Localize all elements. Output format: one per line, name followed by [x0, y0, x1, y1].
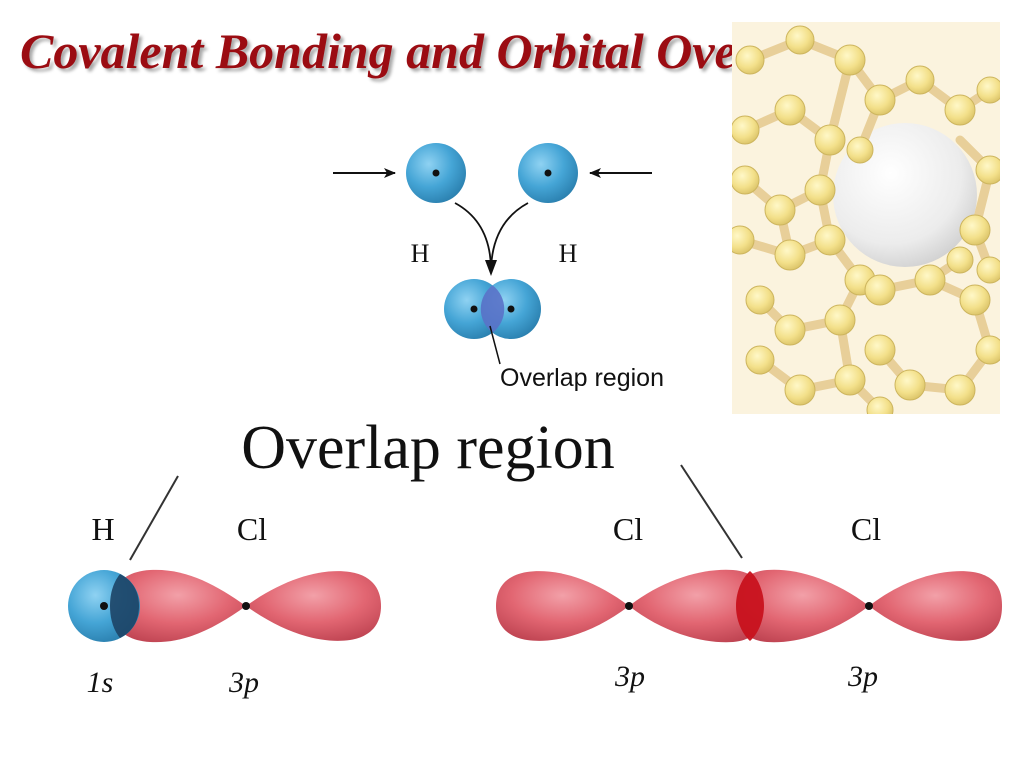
- h-label-left: H: [411, 239, 430, 268]
- h-label-right: H: [559, 239, 578, 268]
- cl1-3p-lobe-left: [496, 571, 629, 641]
- hcl-atom2-label: Cl: [237, 511, 267, 547]
- hcl-overlap-region: [110, 574, 139, 638]
- orbital-overlap-main-panel: Overlap region H Cl 1s 3p Cl Cl: [68, 414, 1002, 699]
- h-atom-right: [518, 143, 578, 203]
- nucleus-dot: [432, 169, 440, 177]
- hcl-atom1-label: H: [91, 511, 114, 547]
- hcl-molecule: H Cl 1s 3p: [68, 511, 381, 699]
- overlap-heading: Overlap region: [241, 414, 615, 482]
- cl2-orbital2-label: 3p: [847, 660, 878, 693]
- nucleus-dot: [100, 602, 108, 610]
- cl-3p-lobe-left: [110, 569, 246, 643]
- nucleus-dot: [865, 602, 873, 610]
- cl-3p-lobe-right: [246, 571, 381, 641]
- fullerene-molecule-icon: [732, 22, 1000, 414]
- hcl-orbital2-label: 3p: [228, 666, 259, 699]
- cl2-molecule: Cl Cl 3p 3p: [496, 511, 1002, 693]
- arrow-down-icon: [485, 260, 497, 276]
- cl2-3p-lobe-left: [736, 569, 869, 643]
- merge-curve-right: [490, 202, 529, 269]
- cl2-orbital1-label: 3p: [614, 660, 645, 693]
- nucleus-dot: [242, 602, 250, 610]
- h2-formation-panel: H H Overlap region: [333, 143, 664, 392]
- nucleus-dot: [507, 305, 515, 313]
- nucleus-dot: [625, 602, 633, 610]
- cl2-3p-lobe-right: [869, 571, 1002, 641]
- slide-title: Covalent Bonding and Orbital Overlap: [20, 23, 821, 79]
- hcl-pointer-line: [129, 475, 179, 561]
- merge-curve-left: [454, 202, 492, 269]
- hcl-orbital1-label: 1s: [87, 666, 114, 699]
- h2-overlap-label: Overlap region: [500, 364, 664, 392]
- cl2-overlap-region: [736, 571, 764, 641]
- cl2-pointer-line: [680, 464, 743, 559]
- overlap-pointer-line: [489, 325, 501, 365]
- cl1-3p-lobe-right: [629, 569, 764, 643]
- nucleus-dot: [470, 305, 478, 313]
- cl2-atom1-label: Cl: [613, 511, 643, 547]
- h2-overlap-region: [480, 285, 505, 333]
- cl2-atom2-label: Cl: [851, 511, 881, 547]
- h-atom-left: [406, 143, 466, 203]
- h2-molecule: [444, 279, 541, 339]
- nucleus-dot: [544, 169, 552, 177]
